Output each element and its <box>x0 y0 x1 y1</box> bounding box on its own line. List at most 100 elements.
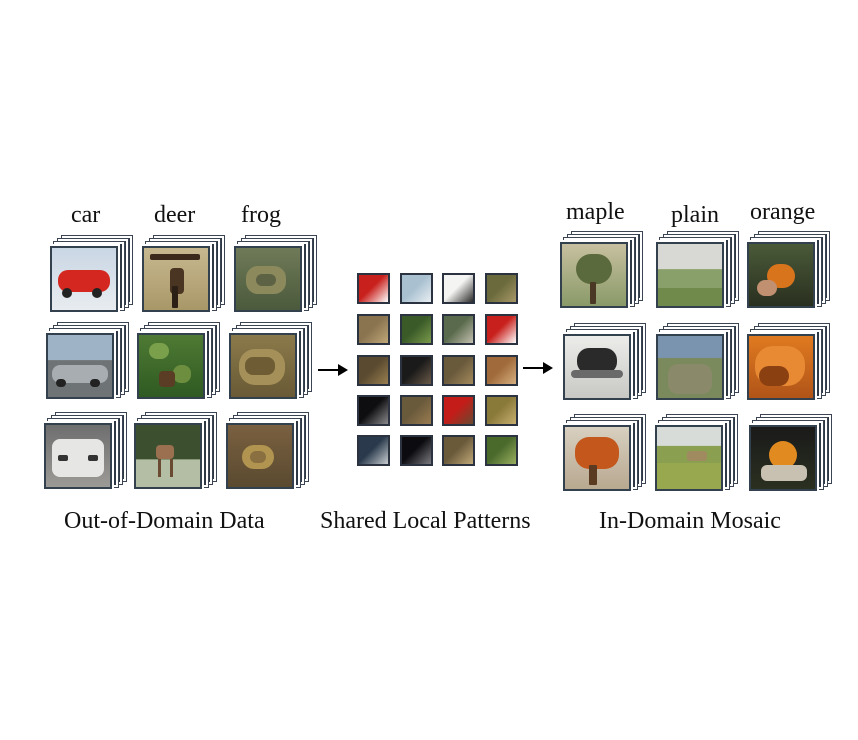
thumbnail-image <box>226 423 294 489</box>
thumbnail-shape <box>757 280 777 296</box>
caption-in-domain-mosaic: In-Domain Mosaic <box>599 508 781 534</box>
arrow-right-icon <box>318 364 348 376</box>
caption-shared-local-patterns: Shared Local Patterns <box>320 508 531 534</box>
thumbnail-image <box>142 246 210 312</box>
thumbnail-shape <box>759 366 789 386</box>
maple-image-3 <box>563 415 645 491</box>
thumbnail-image <box>134 423 202 489</box>
thumbnail-shape <box>761 465 807 481</box>
local-pattern-patch <box>485 314 518 345</box>
thumbnail-image <box>234 246 302 312</box>
thumbnail-image <box>563 334 631 400</box>
thumbnail-image <box>749 425 817 491</box>
thumbnail-shape <box>159 371 175 387</box>
local-pattern-patch <box>400 435 433 466</box>
thumbnail-shape <box>576 254 612 284</box>
local-pattern-patch <box>400 395 433 426</box>
thumbnail-image <box>137 333 205 399</box>
arrow-right-icon <box>523 362 553 374</box>
thumbnail-shape <box>56 379 66 387</box>
local-pattern-patch <box>357 395 390 426</box>
thumbnail-shape <box>256 274 276 286</box>
frog-image-3 <box>226 413 308 489</box>
thumbnail-shape <box>150 254 200 260</box>
thumbnail-shape <box>589 465 597 485</box>
local-pattern-patch <box>400 273 433 304</box>
thumbnail-image <box>50 246 118 312</box>
local-pattern-patch <box>442 314 475 345</box>
thumbnail-shape <box>658 288 722 306</box>
label-plain: plain <box>671 202 719 228</box>
maple-image-1 <box>560 232 642 308</box>
thumbnail-image <box>747 334 815 400</box>
orange-image-2 <box>747 324 829 400</box>
thumbnail-shape <box>58 270 110 292</box>
local-pattern-patch <box>485 273 518 304</box>
thumbnail-image <box>44 423 112 489</box>
thumbnail-shape <box>657 463 721 489</box>
local-pattern-patch <box>442 355 475 386</box>
thumbnail-image <box>560 242 628 308</box>
thumbnail-shape <box>62 288 72 298</box>
thumbnail-shape <box>575 437 619 469</box>
thumbnail-image <box>655 425 723 491</box>
thumbnail-shape <box>590 282 596 304</box>
local-pattern-patch <box>442 273 475 304</box>
thumbnail-image <box>747 242 815 308</box>
label-deer: deer <box>154 202 196 228</box>
thumbnail-shape <box>250 451 266 463</box>
thumbnail-shape <box>92 288 102 298</box>
thumbnail-shape <box>58 455 68 461</box>
frog-image-1 <box>234 236 316 312</box>
car-image-2 <box>46 323 128 399</box>
thumbnail-image <box>229 333 297 399</box>
local-pattern-patch <box>400 355 433 386</box>
local-pattern-patch <box>485 355 518 386</box>
thumbnail-shape <box>577 348 617 374</box>
thumbnail-image <box>656 334 724 400</box>
thumbnail-image <box>46 333 114 399</box>
label-car: car <box>71 202 101 228</box>
local-pattern-patch <box>485 395 518 426</box>
orange-image-3 <box>749 415 831 491</box>
thumbnail-shape <box>245 357 275 375</box>
deer-image-2 <box>137 323 219 399</box>
deer-image-3 <box>134 413 216 489</box>
local-pattern-patch <box>357 435 390 466</box>
thumbnail-shape <box>172 286 178 308</box>
local-pattern-patch <box>357 314 390 345</box>
thumbnail-shape <box>90 379 100 387</box>
thumbnail-shape <box>158 459 161 477</box>
plain-image-1 <box>656 232 738 308</box>
thumbnail-shape <box>668 364 712 394</box>
plain-image-3 <box>655 415 737 491</box>
plain-image-2 <box>656 324 738 400</box>
maple-image-2 <box>563 324 645 400</box>
label-frog: frog <box>241 202 281 228</box>
label-maple: maple <box>566 199 625 225</box>
local-pattern-patch <box>442 435 475 466</box>
frog-image-2 <box>229 323 311 399</box>
label-orange: orange <box>750 199 816 225</box>
thumbnail-image <box>563 425 631 491</box>
thumbnail-shape <box>149 343 169 359</box>
local-pattern-patch <box>357 273 390 304</box>
thumbnail-shape <box>88 455 98 461</box>
local-pattern-patch <box>485 435 518 466</box>
thumbnail-shape <box>52 365 108 383</box>
thumbnail-shape <box>687 451 707 461</box>
car-image-3 <box>44 413 126 489</box>
car-image-1 <box>50 236 132 312</box>
thumbnail-shape <box>571 370 623 378</box>
deer-image-1 <box>142 236 224 312</box>
thumbnail-shape <box>173 365 191 383</box>
thumbnail-image <box>656 242 724 308</box>
thumbnail-shape <box>170 459 173 477</box>
caption-out-of-domain-data: Out-of-Domain Data <box>64 508 265 534</box>
thumbnail-shape <box>156 445 174 459</box>
thumbnail-shape <box>769 441 797 469</box>
local-pattern-patch <box>357 355 390 386</box>
local-pattern-patch <box>400 314 433 345</box>
orange-image-1 <box>747 232 829 308</box>
local-pattern-patch <box>442 395 475 426</box>
